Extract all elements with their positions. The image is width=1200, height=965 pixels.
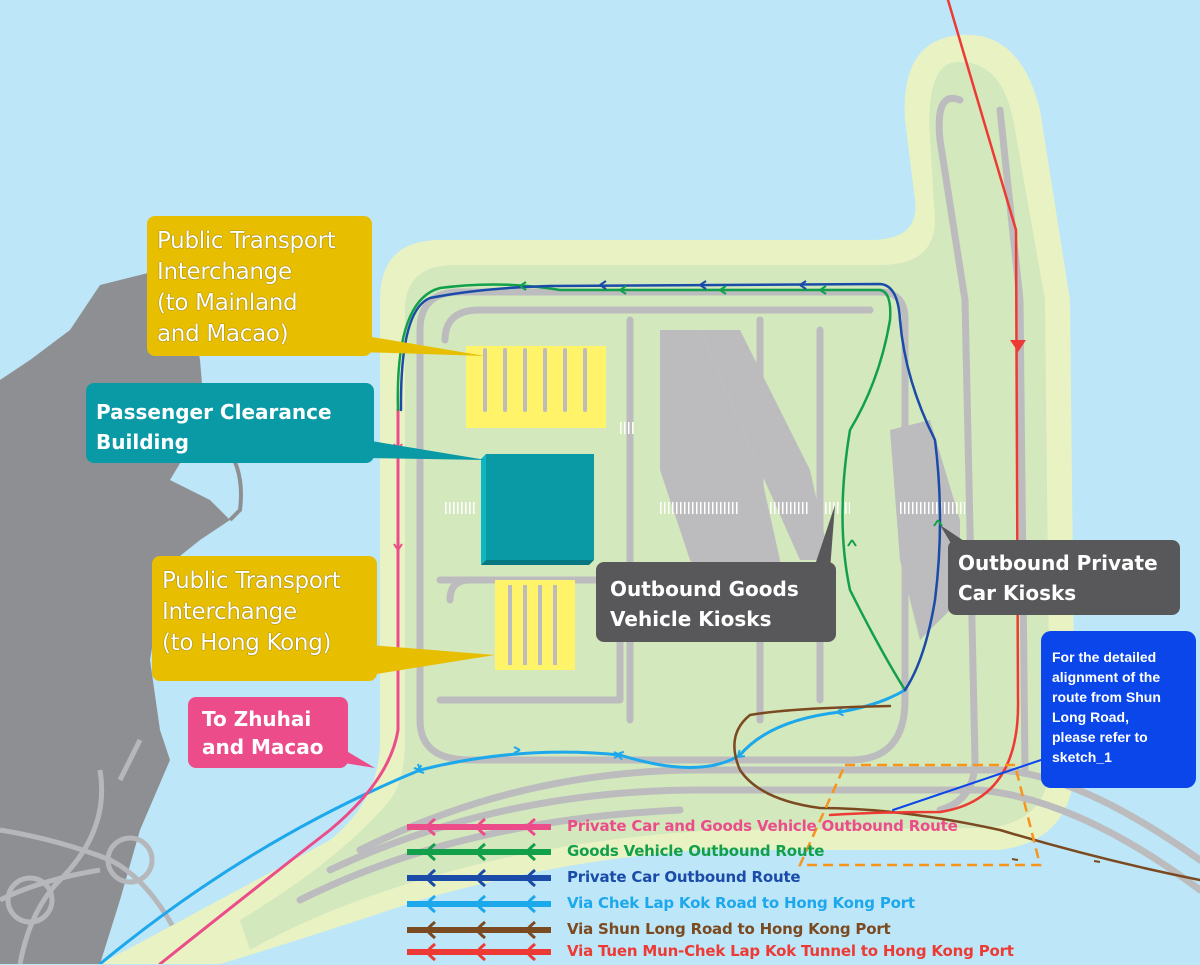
arrow-left-icon	[425, 817, 436, 837]
callout-line: alignment of the	[1052, 669, 1161, 685]
legend-label: Via Tuen Mun-Chek Lap Kok Tunnel to Hong…	[567, 942, 1014, 960]
legend-label: Private Car Outbound Route	[567, 868, 801, 886]
legend-item: Private Car and Goods Vehicle Outbound R…	[405, 814, 1125, 840]
left-arrow-line-icon	[407, 868, 551, 888]
arrow-left-icon	[475, 868, 486, 888]
callout-line: Passenger Clearance	[96, 400, 332, 424]
left-arrow-line-icon	[407, 920, 551, 940]
arrow-left-icon	[525, 894, 536, 914]
route-goods-outbound	[396, 283, 907, 692]
left-arrow-line-icon	[407, 842, 551, 862]
callout-sketch-note: For the detailed alignment of the route …	[1041, 631, 1196, 788]
callout-line: Vehicle Kiosks	[610, 607, 772, 631]
arrow-left-icon	[525, 817, 536, 837]
arrow-left-icon	[475, 894, 486, 914]
callout-pti-mainland: Public Transport Interchange (to Mainlan…	[147, 216, 372, 356]
goods-kiosk-pointer	[815, 505, 835, 570]
legend-label: Via Shun Long Road to Hong Kong Port	[567, 920, 891, 938]
sketch-area-box	[798, 763, 1042, 867]
callout-line: To Zhuhai	[202, 707, 312, 731]
left-arrow-line-icon	[407, 942, 551, 962]
kiosk-booth-strips	[445, 422, 965, 514]
callout-line: For the detailed	[1052, 649, 1157, 665]
arrow-left-icon	[475, 942, 486, 962]
legend-item: Private Car Outbound Route	[405, 865, 1125, 891]
callout-line: route from Shun	[1052, 689, 1161, 705]
arrow-left-icon	[475, 842, 486, 862]
callout-line: Car Kiosks	[958, 581, 1077, 605]
callout-line: Building	[96, 430, 189, 454]
legend-item: Goods Vehicle Outbound Route	[405, 839, 1125, 865]
goods-kiosk-area-2	[700, 330, 830, 560]
passenger-clearance-building	[481, 454, 594, 565]
callout-zhuhai-macao: To Zhuhai and Macao	[188, 697, 348, 768]
callout-line: please refer to	[1052, 729, 1148, 745]
callout-line: Outbound Goods	[610, 577, 799, 601]
pti-hong-kong-area	[495, 580, 575, 670]
arrow-left-icon	[525, 842, 536, 862]
route-tuen-mun-tunnel	[828, 0, 1020, 817]
callout-line: Public Transport	[157, 228, 336, 254]
callout-private-kiosks: Outbound Private Car Kiosks	[948, 540, 1180, 615]
legend-item: Via Chek Lap Kok Road to Hong Kong Port	[405, 891, 1125, 917]
private-kiosk-area	[890, 420, 960, 640]
callout-passenger-building: Passenger Clearance Building	[86, 383, 374, 463]
callout-line: and Macao	[202, 735, 324, 759]
pti-mainland-bays	[483, 348, 587, 412]
callout-line: Public Transport	[162, 568, 341, 594]
legend-label: Via Chek Lap Kok Road to Hong Kong Port	[567, 894, 915, 912]
callout-line: Long Road,	[1052, 709, 1129, 725]
note-leader-line	[892, 759, 1042, 811]
callout-pti-hong-kong: Public Transport Interchange (to Hong Ko…	[152, 556, 377, 681]
arrow-left-icon	[475, 817, 486, 837]
arrow-left-icon	[425, 842, 436, 862]
passenger-building-pointer	[365, 440, 486, 460]
callout-line: (to Hong Kong)	[162, 630, 332, 656]
pti-hong-kong-bays	[508, 585, 557, 665]
legend-item: Via Tuen Mun-Chek Lap Kok Tunnel to Hong…	[405, 939, 1125, 965]
arrow-left-icon	[425, 894, 436, 914]
callout-line: Interchange	[162, 599, 297, 625]
callout-line: Outbound Private	[958, 551, 1158, 575]
pti-mainland-pointer	[360, 335, 485, 356]
callout-goods-kiosks: Outbound Goods Vehicle Kiosks	[596, 562, 836, 642]
arrow-left-icon	[525, 942, 536, 962]
arrow-left-icon	[475, 920, 486, 940]
route-direction-arrows	[393, 280, 1101, 863]
left-arrow-line-icon	[407, 817, 551, 837]
arrow-left-icon	[425, 920, 436, 940]
pti-hong-kong-pointer	[370, 645, 495, 675]
arrow-left-icon	[425, 942, 436, 962]
callout-line: and Macao)	[157, 321, 289, 347]
tunnel-direction-arrow-icon	[1010, 340, 1026, 352]
legend-item: Via Shun Long Road to Hong Kong Port	[405, 917, 1125, 943]
pti-mainland-area	[466, 346, 606, 428]
left-arrow-line-icon	[407, 894, 551, 914]
arrow-left-icon	[525, 920, 536, 940]
legend-label: Goods Vehicle Outbound Route	[567, 842, 825, 860]
arrow-left-icon	[525, 868, 536, 888]
legend-label: Private Car and Goods Vehicle Outbound R…	[567, 817, 958, 835]
callout-line: (to Mainland	[157, 290, 298, 316]
route-private-goods-outbound	[158, 408, 400, 964]
mainland-roads	[0, 738, 183, 964]
callout-line: sketch_1	[1052, 749, 1112, 765]
route-shun-long-road	[733, 704, 1200, 882]
arrow-left-icon	[425, 868, 436, 888]
callout-line: Interchange	[157, 259, 292, 285]
route-private-outbound	[399, 282, 942, 692]
